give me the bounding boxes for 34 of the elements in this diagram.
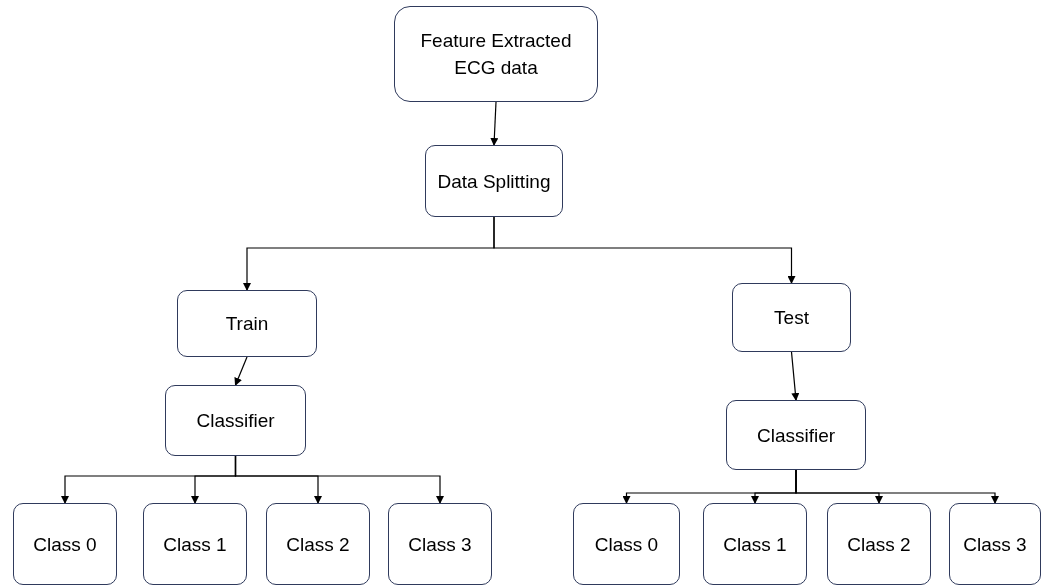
- node-label: Feature Extracted ECG data: [419, 29, 573, 80]
- arrow: [490, 101, 499, 146]
- arrow: [234, 356, 248, 386]
- node-label: Class 1: [723, 532, 787, 557]
- process-box: [573, 503, 680, 585]
- node-label: Class 2: [286, 532, 350, 557]
- process-box: [732, 283, 851, 352]
- process-box: [143, 503, 247, 585]
- node-label: Classifier: [756, 423, 836, 448]
- node-label: Class 3: [963, 532, 1027, 557]
- node-label: Class 1: [163, 532, 227, 557]
- node-label: Class 2: [847, 532, 911, 557]
- node-label: Class 3: [408, 532, 472, 557]
- process-box: [177, 290, 317, 357]
- process-box: [266, 503, 370, 585]
- arrow: [795, 469, 999, 504]
- process-box: [726, 400, 866, 470]
- process-box: [827, 503, 931, 585]
- process-box: [388, 503, 492, 585]
- process-box: [949, 503, 1041, 585]
- node-label: Class 0: [33, 532, 97, 557]
- process-box: [13, 503, 117, 585]
- process-box: [703, 503, 807, 585]
- arrow: [493, 216, 796, 284]
- process-box: [394, 6, 598, 102]
- node-label: Test: [774, 306, 809, 330]
- arrow: [234, 455, 444, 504]
- process-box: [425, 145, 563, 217]
- node-label: Class 0: [594, 532, 659, 557]
- node-label: Train: [225, 312, 269, 336]
- process-box: [165, 385, 306, 456]
- node-label: Data Splitting: [437, 169, 551, 194]
- node-label: Classifier: [196, 409, 275, 433]
- arrow: [790, 351, 800, 401]
